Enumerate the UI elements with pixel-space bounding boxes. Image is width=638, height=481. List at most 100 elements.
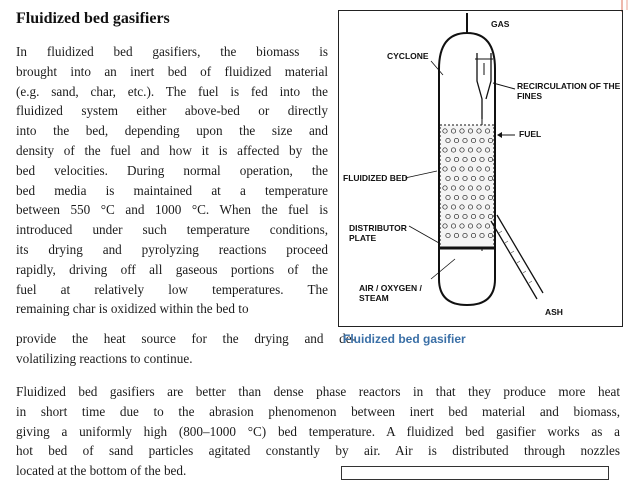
bed-particle bbox=[459, 204, 465, 210]
intro-paragraph-continued: provide the heat source for the drying a… bbox=[16, 329, 356, 369]
ash-chute bbox=[490, 214, 544, 300]
bed-particle bbox=[459, 185, 465, 191]
bed-particle bbox=[445, 232, 451, 239]
figure-caption: Fluidized bed gasifier bbox=[343, 332, 466, 346]
text-line: brought into an inert bed of fluidized m… bbox=[16, 63, 328, 79]
cyclone bbox=[476, 53, 492, 119]
text-line: introduced under such temperature condit… bbox=[16, 222, 328, 238]
bed-particle bbox=[470, 213, 477, 220]
intro-paragraph: In fluidized bed gasifiers, the biomass … bbox=[16, 42, 328, 319]
bed-particle bbox=[479, 232, 485, 239]
bed-particle bbox=[476, 147, 482, 153]
text-line: (e.g. sand, char, etc.). The fuel is fed… bbox=[16, 83, 328, 99]
bed-particles bbox=[442, 128, 494, 239]
bed-particle bbox=[487, 213, 494, 220]
bed-particle bbox=[476, 166, 482, 172]
bed-particle bbox=[470, 175, 477, 182]
bed-particle bbox=[453, 232, 460, 239]
bed-particle bbox=[487, 175, 494, 182]
bed-particle bbox=[462, 137, 468, 144]
bed-particle bbox=[450, 204, 457, 210]
text-line: located at the bottom of the bed. bbox=[16, 463, 187, 479]
bed-particle bbox=[470, 232, 477, 239]
text-line: into the bed, depending upon the size an… bbox=[16, 123, 328, 139]
bed-particle bbox=[459, 166, 465, 172]
text-line: volatilizing reactions to continue. bbox=[16, 350, 193, 366]
bed-particle bbox=[462, 194, 468, 201]
text-line: rapidly, driving off all gaseous portion… bbox=[16, 261, 328, 277]
label-gas: GAS bbox=[491, 19, 510, 29]
bed-particle bbox=[453, 137, 460, 144]
bed-particle bbox=[487, 232, 494, 239]
bed-particle bbox=[442, 204, 448, 210]
bed-particle bbox=[487, 156, 494, 163]
bed-particle bbox=[467, 185, 474, 191]
bed-particle bbox=[442, 185, 448, 191]
comparison-paragraph: Fluidized bed gasifiers are better than … bbox=[16, 382, 620, 481]
text-line: hot bed of sand particles agitated const… bbox=[16, 443, 620, 459]
bed-particle bbox=[487, 137, 494, 144]
bed-particle bbox=[484, 204, 491, 210]
text-line: remaining char is oxidized within the be… bbox=[16, 301, 249, 317]
bed-particle bbox=[479, 156, 485, 163]
bed-particle bbox=[462, 213, 468, 220]
bed-particle bbox=[450, 223, 457, 229]
bed-particle bbox=[459, 223, 465, 229]
bed-particle bbox=[476, 185, 482, 191]
bed-particle bbox=[467, 204, 474, 210]
bed-particle bbox=[476, 128, 482, 134]
bed-particle bbox=[462, 175, 468, 182]
text-line: fluidized system either above-bed or dir… bbox=[16, 103, 328, 119]
bed-particle bbox=[453, 194, 460, 201]
bed-particle bbox=[476, 223, 482, 229]
bed-particle bbox=[442, 223, 448, 229]
bed-particle bbox=[442, 128, 448, 134]
bed-particle bbox=[462, 232, 468, 239]
bed-particle bbox=[445, 213, 451, 220]
bed-particle bbox=[467, 147, 474, 153]
label-fuel: FUEL bbox=[519, 129, 542, 139]
bed-particle bbox=[453, 213, 460, 220]
text-line: in short time due to the abrasion phenom… bbox=[16, 403, 620, 419]
text-line: density of the fuel and how it is affect… bbox=[16, 142, 328, 158]
text-line: In fluidized bed gasifiers, the biomass … bbox=[16, 44, 328, 59]
bed-particle bbox=[453, 156, 460, 163]
text-line: bed velocities. During normal operation,… bbox=[16, 162, 328, 178]
label-fluidized-bed: FLUIDIZED BED bbox=[343, 173, 408, 183]
text-line: between 550 °C and 1000 °C. When the fue… bbox=[16, 202, 328, 218]
bed-particle bbox=[450, 128, 457, 134]
bed-particle bbox=[445, 156, 451, 163]
bed-particle bbox=[484, 166, 491, 172]
label-ash: ASH bbox=[545, 307, 563, 317]
bed-particle bbox=[484, 185, 491, 191]
label-cyclone: CYCLONE bbox=[387, 51, 429, 61]
section-title: Fluidized bed gasifiers bbox=[16, 10, 170, 27]
fluidized-bed-region bbox=[439, 124, 495, 248]
bed-particle bbox=[445, 175, 451, 182]
bed-particle bbox=[445, 137, 451, 144]
bed-particle bbox=[484, 223, 491, 229]
bed-particle bbox=[450, 147, 457, 153]
bed-particle bbox=[479, 175, 485, 182]
text-line: bed media is maintained at a temperature bbox=[16, 182, 328, 198]
bed-particle bbox=[459, 147, 465, 153]
gasifier-drawing bbox=[404, 13, 544, 307]
bed-particle bbox=[479, 137, 485, 144]
bed-particle bbox=[484, 128, 491, 134]
text-line: its drying and pyrolyzing reactions proc… bbox=[16, 241, 328, 257]
text-line: fuel at relatively low temperatures. The bbox=[16, 281, 328, 297]
text-line: provide the heat source for the drying a… bbox=[16, 331, 356, 346]
bed-particle bbox=[479, 194, 485, 201]
bed-particle bbox=[453, 175, 460, 182]
bed-particle bbox=[479, 213, 485, 220]
bed-particle bbox=[450, 185, 457, 191]
bed-particle bbox=[470, 137, 477, 144]
bed-particle bbox=[442, 166, 448, 172]
bed-particle bbox=[487, 194, 494, 201]
bed-particle bbox=[470, 156, 477, 163]
bed-particle bbox=[470, 194, 477, 201]
bed-particle bbox=[467, 223, 474, 229]
